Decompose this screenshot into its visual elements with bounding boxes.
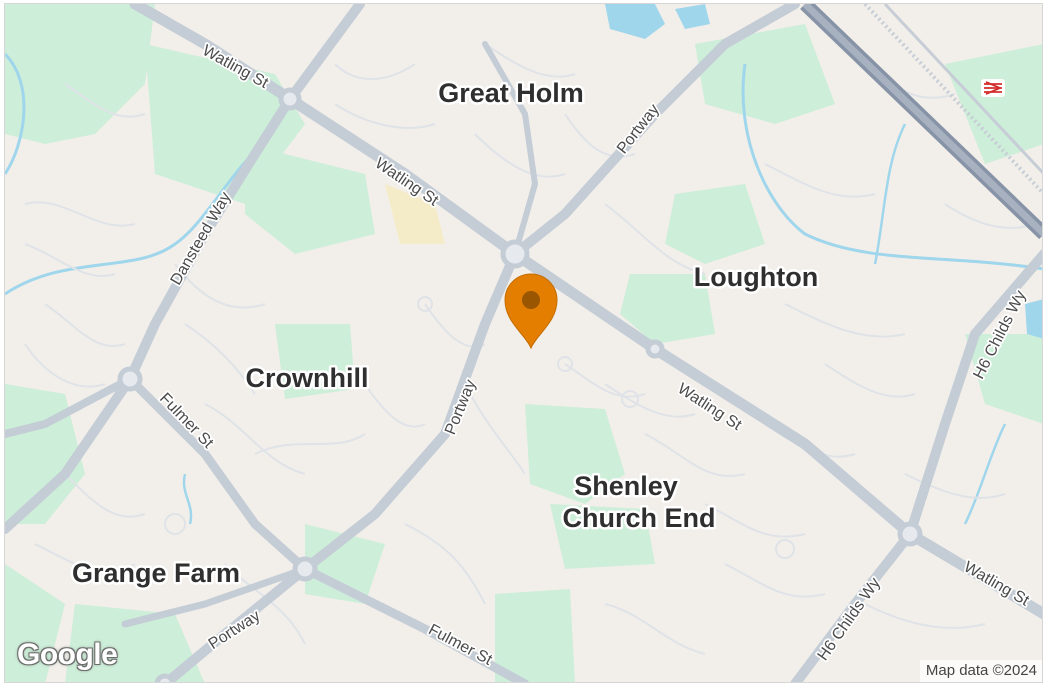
pond-north [675,4,710,29]
stream-loughton [741,63,1042,271]
connector-west [5,375,134,438]
park-shenley-north [525,404,625,504]
map-canvas[interactable]: Watling St Watling St Watling St Watling… [4,3,1043,683]
place-label-shenley-line2: Church End [563,503,716,533]
place-label-loughton: Loughton [694,262,818,292]
motorway-inner [802,4,1042,237]
stream-dansteed [5,142,266,296]
water [5,4,1042,525]
portway-road [160,4,800,682]
park-south [495,589,575,682]
railway-2 [883,4,1042,175]
place-label-crownhill: Crownhill [246,363,369,393]
pond-east [1025,299,1042,339]
park-shenley-south [550,504,655,569]
park-great-holm-east [695,24,835,124]
park-marker-east [620,274,715,344]
park-southwest [5,564,65,682]
park-crownhill-north [245,144,375,254]
stream-fulmer [182,473,193,525]
lake-north [605,4,665,39]
main-roads [5,4,1042,682]
stream-loughton-north [873,123,907,265]
park-crownhill [275,324,355,399]
map-attribution[interactable]: Map data ©2024 [919,660,1042,682]
park-west [5,384,85,524]
map-pin-icon[interactable] [504,273,558,350]
google-logo[interactable]: Google [17,638,118,671]
place-label-great-holm: Great Holm [438,78,584,108]
fulmer-st-road [125,374,530,682]
park-loughton-west [665,184,765,264]
rail-station-icon [981,79,1005,97]
roundabouts [117,87,923,682]
park-northwest [5,4,155,144]
connector-grange [121,565,309,628]
park-east [965,334,1042,424]
place-label-shenley-line1: Shenley [574,471,678,501]
place-label-grange-farm: Grange Farm [72,558,240,588]
park-northeast [945,44,1042,164]
stream-east [963,423,1007,525]
rail-and-motorway [800,4,1042,240]
landmark-area [385,184,445,244]
stream-west [5,52,26,175]
map-layers: Watling St Watling St Watling St Watling… [5,4,1042,682]
railway [863,4,1042,195]
connector-great-holm [482,41,538,257]
h6-childs-way-road [790,249,1042,682]
park-grange-south [65,604,205,682]
